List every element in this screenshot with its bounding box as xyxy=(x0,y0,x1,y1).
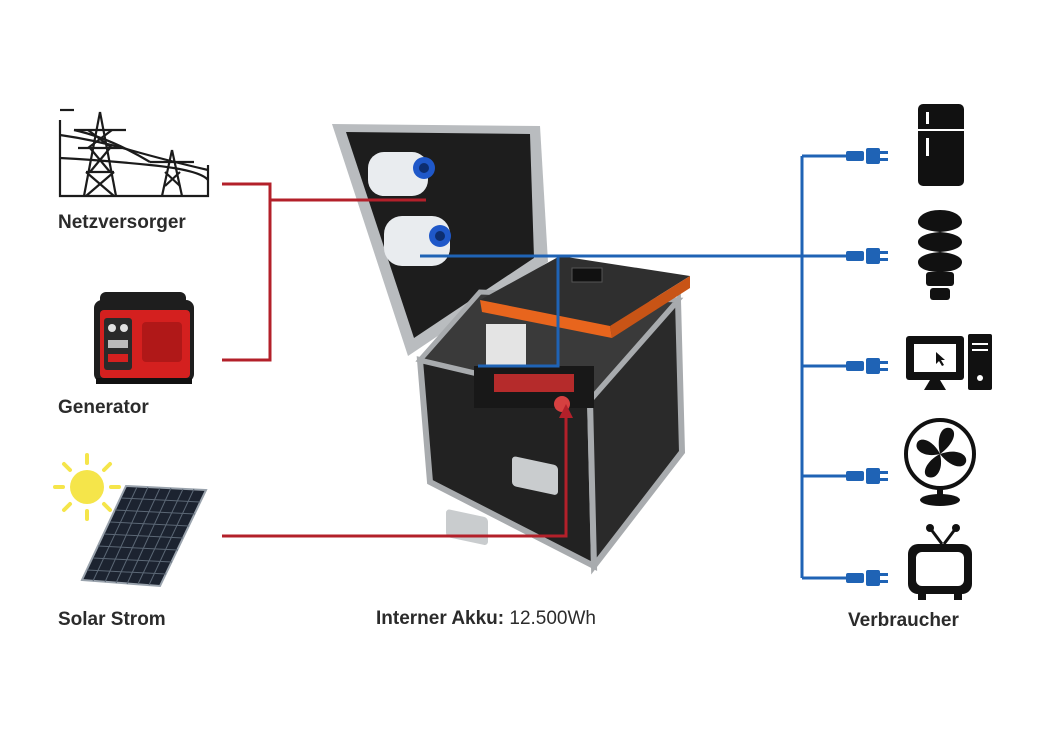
battery-value: 12.500Wh xyxy=(509,608,597,629)
tv-icon xyxy=(908,524,972,600)
source-label-solar: Solar Strom xyxy=(58,609,166,630)
lid-outlet-bottom xyxy=(384,216,451,266)
battery-label: Interner Akku: xyxy=(376,608,505,629)
battery-capacity-label: Interner Akku: 12.500Wh xyxy=(376,608,596,630)
power-pylon-icon xyxy=(58,108,210,198)
input-connection-lines xyxy=(222,182,573,538)
generator-icon xyxy=(94,292,194,384)
fridge-icon xyxy=(918,104,964,186)
plug-icon xyxy=(846,468,888,484)
power-station-case xyxy=(332,124,690,575)
lid-outlet-top xyxy=(368,152,435,196)
output-connection-lines xyxy=(420,154,846,580)
sun-icon xyxy=(53,453,121,521)
plug-icon xyxy=(846,570,888,586)
inverter xyxy=(480,256,690,338)
source-label-generator: Generator xyxy=(58,397,149,418)
source-label-grid: Netzversorger xyxy=(58,212,186,233)
plug-icon xyxy=(846,148,888,164)
consumers-label: Verbraucher xyxy=(848,610,959,631)
plug-icon xyxy=(846,358,888,374)
fan-icon xyxy=(904,418,976,506)
solar-panel-icon xyxy=(80,484,208,588)
bulb-icon xyxy=(918,210,962,300)
computer-icon xyxy=(906,334,992,390)
plug-connectors xyxy=(846,148,888,586)
plug-icon xyxy=(846,248,888,264)
